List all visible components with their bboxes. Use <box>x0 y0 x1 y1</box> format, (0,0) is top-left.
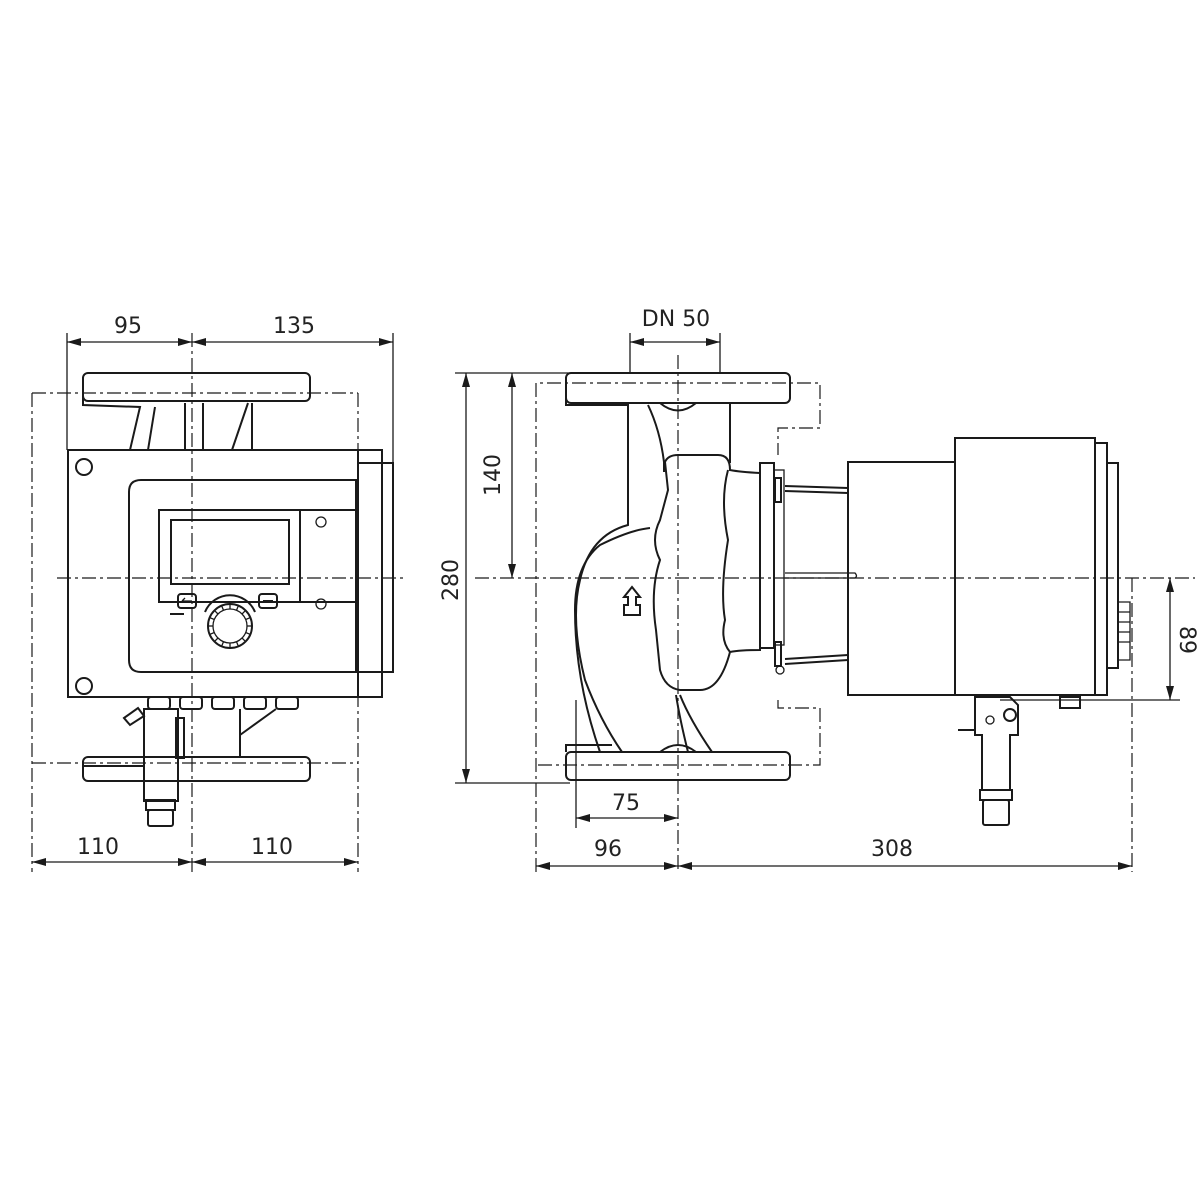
knob-tick <box>235 605 240 611</box>
control-knob[interactable] <box>207 603 253 649</box>
knob-tick <box>213 637 219 643</box>
bolt <box>774 477 782 503</box>
control-panel <box>158 509 359 649</box>
top-flange <box>82 372 311 451</box>
back-button[interactable] <box>177 593 197 609</box>
installation-envelope <box>535 382 821 872</box>
knob-tick <box>245 631 251 636</box>
back-arrow-icon <box>181 597 192 602</box>
knob-tick <box>213 609 219 615</box>
dimension-label-110-right: 110 <box>251 835 293 860</box>
mounting-hole-icon <box>75 677 93 695</box>
knob-tick <box>220 641 225 647</box>
pump-housing <box>573 404 761 753</box>
dimension-label-dn50: DN 50 <box>642 307 710 332</box>
screw-icon <box>775 665 785 675</box>
knob-tick <box>209 631 215 636</box>
mounting-hole-icon <box>75 458 93 476</box>
dimension-label-140: 140 <box>481 454 506 496</box>
knob-tick <box>241 609 247 615</box>
bottom-flange <box>82 756 311 782</box>
dimension-label-110-left: 110 <box>77 835 119 860</box>
front-view: 95 135 110 110 <box>31 314 405 872</box>
knob-tick <box>245 616 251 621</box>
dimension-label-89: 89 <box>1174 626 1199 654</box>
dimension-label-96: 96 <box>594 837 622 862</box>
flow-direction-arrow-icon <box>621 585 643 616</box>
display-screen <box>170 519 290 585</box>
knob-tick <box>209 616 215 621</box>
knob-tick <box>220 605 225 611</box>
dimension-label-308: 308 <box>871 837 913 862</box>
context-button[interactable] <box>258 593 278 609</box>
side-view: DN 50 280 140 89 75 96 308 <box>439 307 1199 872</box>
knob-tick <box>241 637 247 643</box>
screw-icon <box>315 516 327 528</box>
cable-glands <box>122 696 299 827</box>
dimension-label-75: 75 <box>612 791 640 816</box>
motor <box>759 437 1131 709</box>
dimension-label-280: 280 <box>439 559 464 601</box>
screw-icon <box>315 598 327 610</box>
dimension-label-95: 95 <box>114 314 142 339</box>
dimension-label-135: 135 <box>273 314 315 339</box>
cable-gland <box>958 696 1019 826</box>
knob-tick <box>235 641 240 647</box>
electronics-module <box>67 449 394 698</box>
